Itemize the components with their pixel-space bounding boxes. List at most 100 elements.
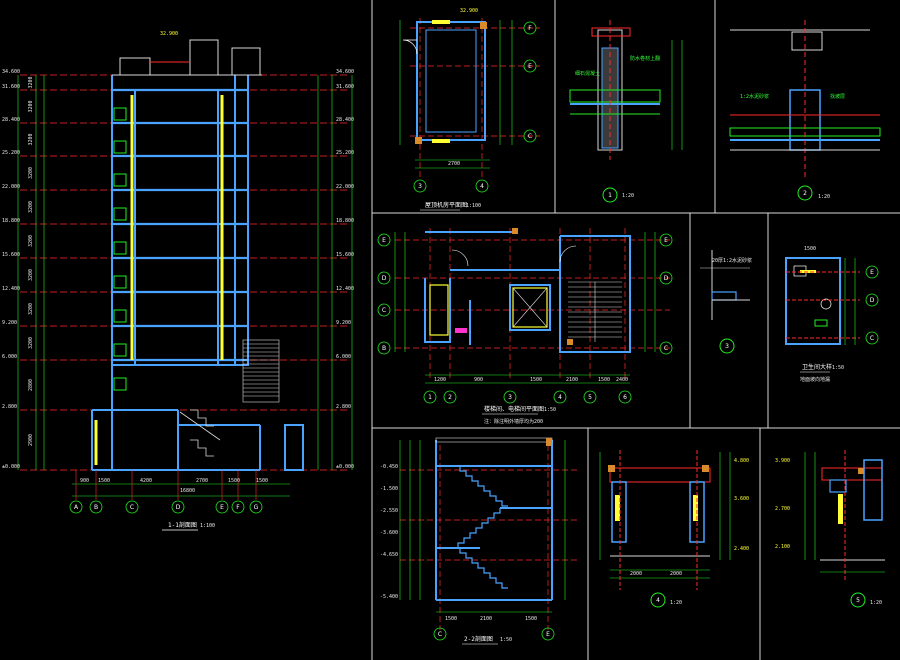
- detail-4-dim-b: 2000: [670, 571, 682, 577]
- toilet-scale: 1:50: [832, 365, 844, 371]
- room-plan-level: 32.900: [460, 8, 478, 14]
- room-plan-bubble-3-label: 3: [418, 183, 422, 190]
- section-floor-slabs: [112, 88, 248, 362]
- stair-section-level-3: -3.600: [380, 530, 398, 536]
- section-bottom-dim-5: 1500: [256, 478, 268, 484]
- section-left-level-6: 15.600: [2, 252, 20, 258]
- section-floor-dim-9: 2800: [28, 379, 34, 391]
- plan-bottom-dim-2: 1500: [530, 377, 542, 383]
- plan-bottom-bubble-5-label: 6: [623, 394, 627, 401]
- stair-section-level-0: -0.450: [380, 464, 398, 470]
- toilet-bubble-d-label: D: [870, 297, 875, 304]
- section-left-level-11: ±0.000: [2, 464, 20, 470]
- detail-2-scale: 1:20: [818, 194, 830, 200]
- plan-caption: 楼梯间、电梯间平面图: [484, 405, 544, 413]
- room-plan-bubble-c-label: C: [528, 133, 532, 140]
- section-axis-bubble-0: A: [69, 500, 83, 514]
- detail-3-bubble: 3: [725, 343, 729, 350]
- room-plan-bubble-e-label: E: [528, 63, 532, 70]
- section-left-level-10: 2.800: [2, 404, 17, 410]
- section-axis-bubble-3-label: D: [176, 504, 181, 511]
- section-columns: [94, 95, 224, 465]
- section-axis-bubble-6: G: [249, 500, 263, 514]
- section-floor-dim-10: 2900: [28, 434, 34, 446]
- section-axis-bubble-3: D: [171, 500, 185, 514]
- section-walls: [91, 75, 304, 471]
- plan-bottom-bubble-2: 3: [503, 390, 517, 404]
- detail-5-level-c: 2.100: [775, 544, 790, 550]
- stair-section-level-4: -4.650: [380, 552, 398, 558]
- section-stair-hatch: [242, 339, 280, 403]
- room-plan-bubble-4: 4: [475, 179, 489, 193]
- detail-5: 3.900 2.700 2.100 5 1:20: [775, 450, 885, 608]
- detail-4-scale: 1:20: [670, 600, 682, 606]
- plan-left-bubble-0: E: [377, 233, 391, 247]
- room-plan-bubble-f-label: F: [528, 25, 532, 32]
- plan-bottom-dim-3: 2100: [566, 377, 578, 383]
- detail-4-dim-a: 2000: [630, 571, 642, 577]
- detail-3: 3 20厚1:2水泥砂浆: [700, 250, 752, 354]
- section-axis-bubble-2: C: [125, 500, 139, 514]
- toilet-bubbles: E D C: [865, 265, 879, 345]
- section-scale: 1:100: [200, 523, 215, 529]
- detail-5-level-a: 3.900: [775, 458, 790, 464]
- section-left-level-7: 12.400: [2, 286, 20, 292]
- room-plan-bubble-c: C: [523, 129, 537, 143]
- room-plan-bubble-e: E: [523, 59, 537, 73]
- section-floor-dim-0: 3200: [28, 76, 34, 88]
- plan-bottom-bubble-0: 1: [423, 390, 437, 404]
- detail-1-bubble: 1: [608, 192, 612, 199]
- section-floor-dim-5: 3200: [28, 235, 34, 247]
- section-floor-dim-3: 3200: [28, 167, 34, 179]
- detail-1-note-b: 细石混凝土: [575, 70, 600, 77]
- detail-4: 2000 2000 4.800 3.600 2.400 4 1:20: [599, 450, 749, 608]
- toilet-plan: 1500 EDC 卫生间大样 1:50 地面坡向地漏: [785, 246, 879, 383]
- section-axis-bubble-0-label: A: [74, 504, 79, 511]
- stair-section-level-5: -5.400: [380, 594, 398, 600]
- detail-4-level-b: 3.600: [734, 496, 749, 502]
- plan-bottom-bubble-5: 6: [618, 390, 632, 404]
- room-plan-bubble-4-label: 4: [480, 183, 484, 190]
- plan-sub: 注：除注明外墙厚均为200: [484, 418, 543, 425]
- room-plan-dim: 2700: [448, 161, 460, 167]
- stair-section-dim-0: 1500: [445, 616, 457, 622]
- detail-5-level-b: 2.700: [775, 506, 790, 512]
- toilet-bubble-c-label: C: [870, 335, 874, 342]
- section-axis-bubble-5: F: [231, 500, 245, 514]
- stair-section-caption: 2-2剖面图: [464, 635, 493, 643]
- plan-bottom-bubble-0-label: 1: [428, 394, 432, 401]
- detail-2-bubble: 2: [803, 190, 807, 197]
- detail-5-scale: 1:20: [870, 600, 882, 606]
- section-right-level-8: 9.200: [336, 320, 351, 326]
- toilet-bubble-d: D: [865, 293, 879, 307]
- section-right-level-5: 18.800: [336, 218, 354, 224]
- section-bottom-dim-4: 1500: [228, 478, 240, 484]
- plan-right-bubble-0-label: E: [664, 237, 668, 244]
- detail-1-scale: 1:20: [622, 193, 634, 199]
- section-dimension-lines: [17, 75, 353, 497]
- stair-section-scale: 1:50: [500, 637, 512, 643]
- plan-bottom-bubble-1: 2: [443, 390, 457, 404]
- detail-4-level-a: 4.800: [734, 458, 749, 464]
- plan-bottom-bubble-4-label: 5: [588, 394, 592, 401]
- section-total-dim: 16800: [180, 488, 195, 494]
- section-left-level-1: 31.600: [2, 84, 20, 90]
- section-roof: [112, 39, 262, 76]
- plan-bottom-dim-5: 2400: [616, 377, 628, 383]
- toilet-bubble-e: E: [865, 265, 879, 279]
- section-left-level-5: 18.800: [2, 218, 20, 224]
- stair-section-flights: [452, 466, 508, 589]
- stair-section-dim-2: 1500: [525, 616, 537, 622]
- section-floor-dim-6: 3200: [28, 269, 34, 281]
- plan-right-bubble-1-label: D: [664, 275, 669, 282]
- room-plan-bubbles: F E C 3 4: [413, 21, 537, 193]
